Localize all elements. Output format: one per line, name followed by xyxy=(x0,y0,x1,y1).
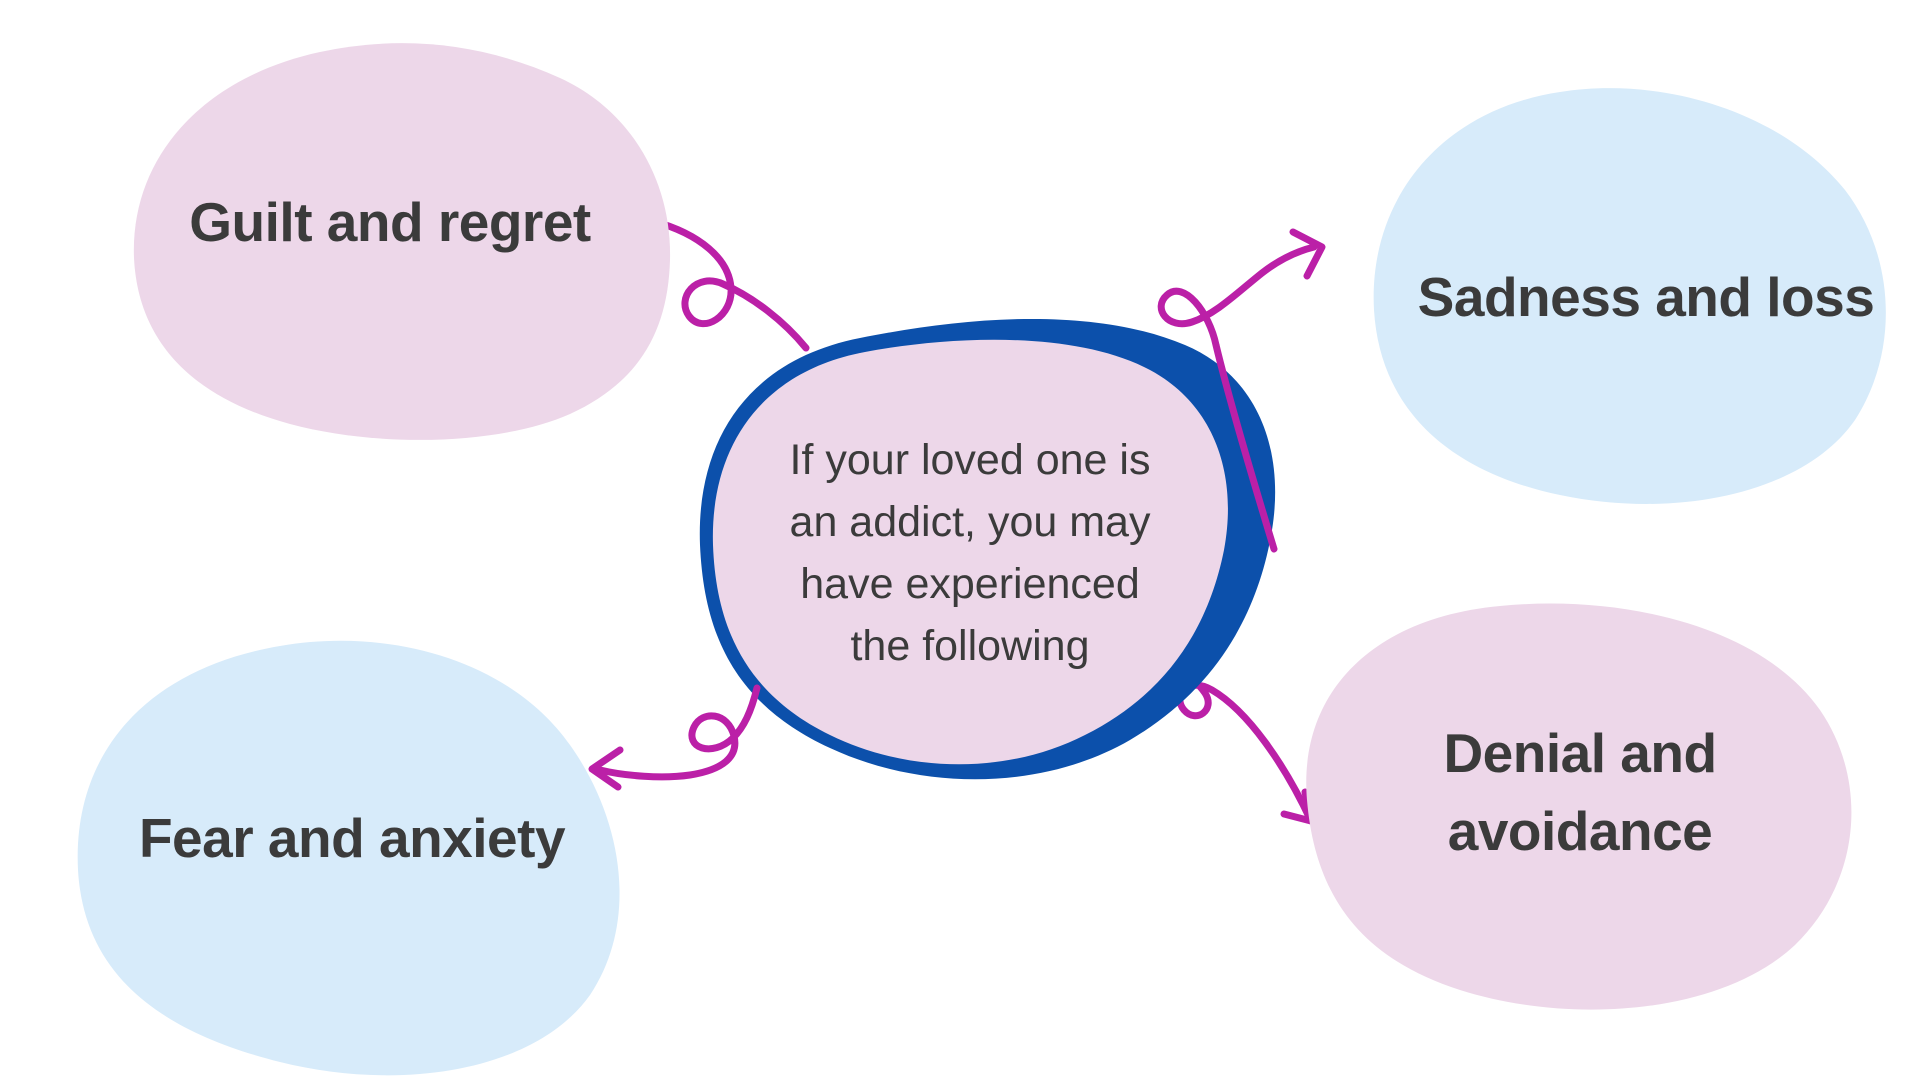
center-node-text: If your loved one is an addict, you may … xyxy=(790,429,1151,677)
connector-fear-arrowhead xyxy=(588,746,624,791)
center-text-line4: the following xyxy=(850,622,1090,670)
blob-center xyxy=(712,339,1228,765)
blob-guilt xyxy=(133,43,671,440)
connector-sadness xyxy=(1157,243,1318,553)
node-label-denial: Denial and avoidance xyxy=(1443,714,1717,870)
blob-sadness xyxy=(1373,88,1886,504)
blob-fear xyxy=(77,640,620,1076)
node-label-guilt: Guilt and regret xyxy=(189,190,591,253)
center-text-line2: an addict, you may xyxy=(789,498,1151,546)
connector-sadness-arrowhead xyxy=(1289,228,1326,280)
node-label-denial-line1: Denial and xyxy=(1443,722,1717,784)
connector-guilt xyxy=(649,217,810,352)
node-label-denial-line2: avoidance xyxy=(1447,800,1713,862)
center-text-line1: If your loved one is xyxy=(789,436,1151,484)
connector-fear xyxy=(596,684,761,781)
center-text-line3: have experienced xyxy=(800,560,1140,608)
node-label-fear: Fear and anxiety xyxy=(138,806,566,869)
node-label-sadness: Sadness and loss xyxy=(1417,265,1875,328)
blob-denial xyxy=(1306,603,1852,1010)
